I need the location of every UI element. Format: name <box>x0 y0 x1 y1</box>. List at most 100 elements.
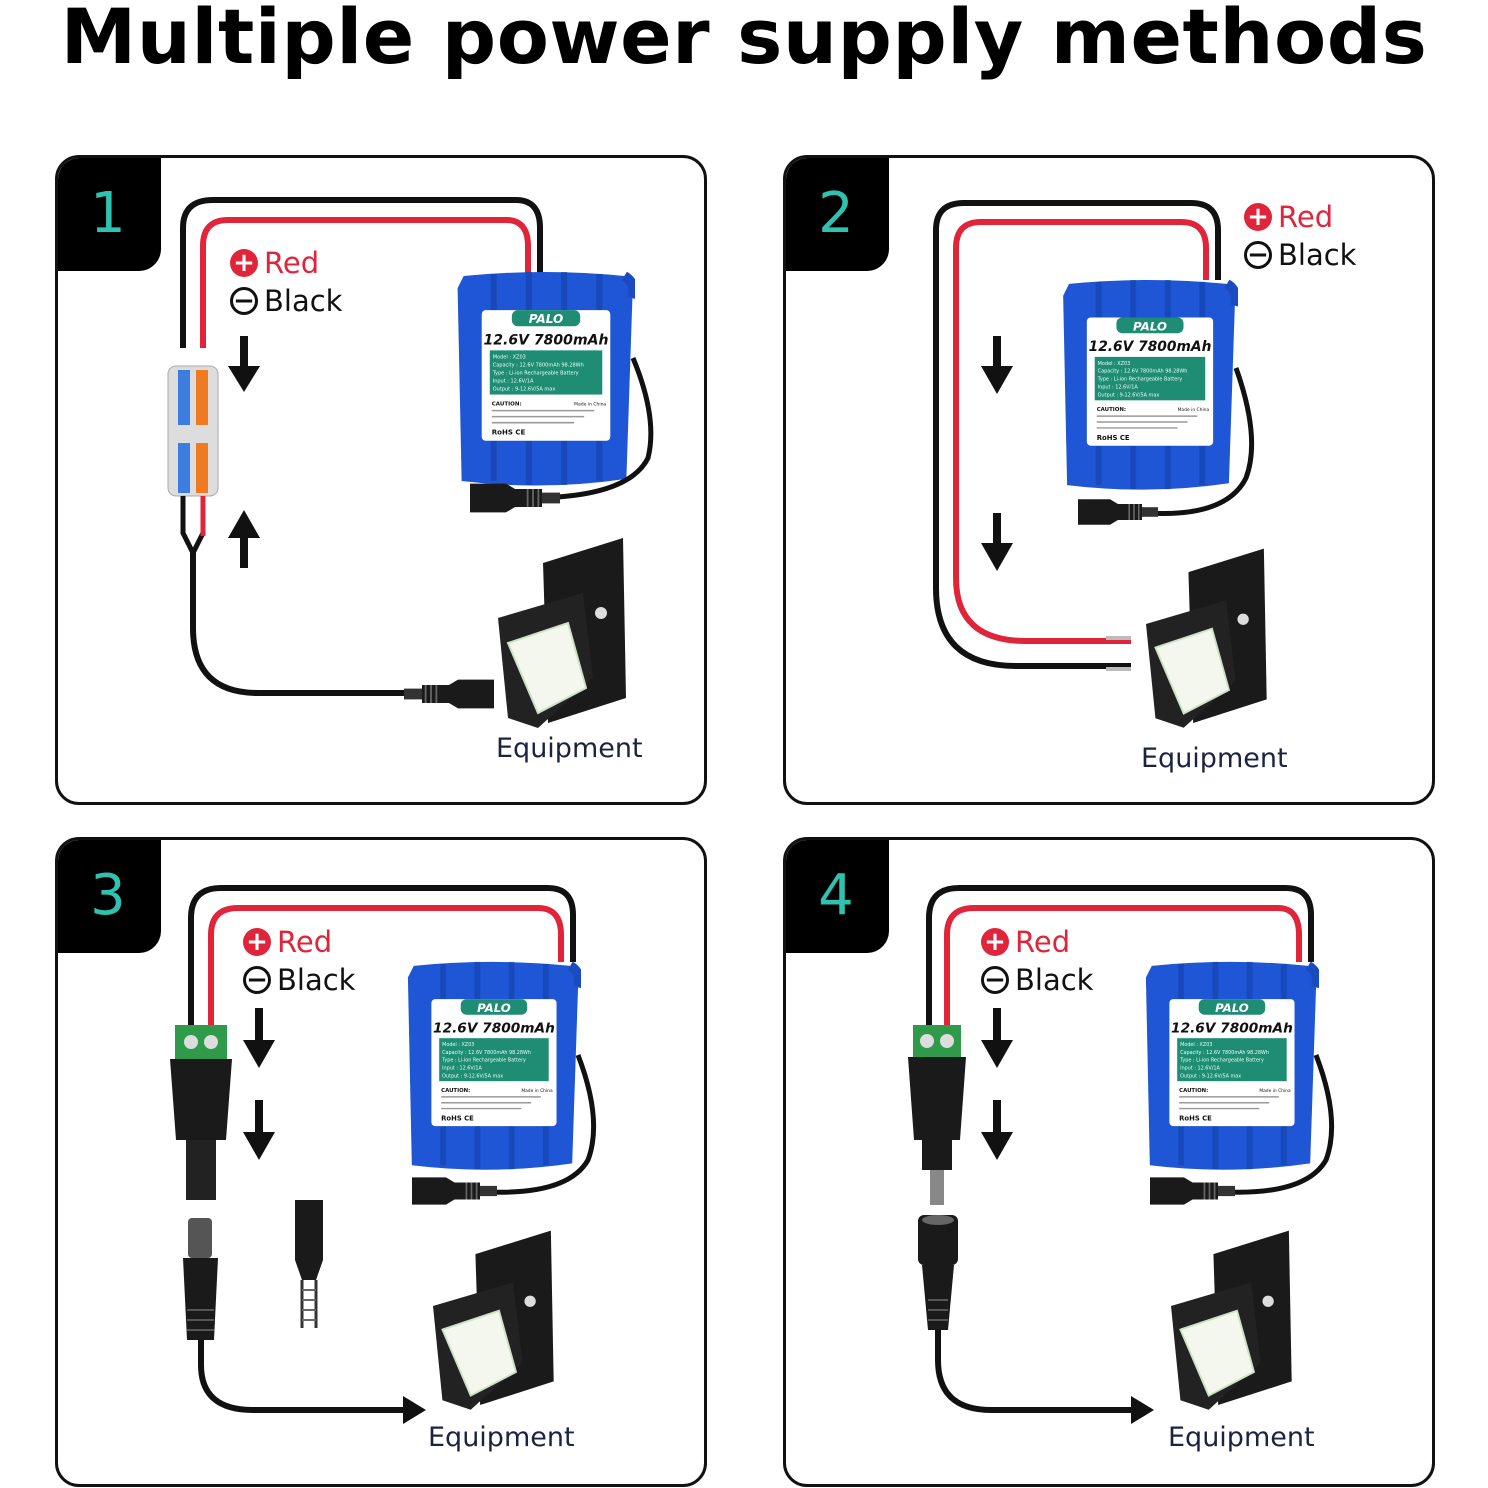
black-legend: −Black <box>243 963 355 997</box>
plus-icon: + <box>981 928 1009 956</box>
dc-female-jack <box>412 1176 497 1206</box>
black-legend: −Black <box>1244 238 1356 272</box>
minus-icon: − <box>243 966 271 994</box>
battery-marks: RoHS CE <box>1179 1114 1212 1122</box>
dc-female-plug <box>918 1215 958 1330</box>
battery-brand: PALO <box>1215 1001 1249 1015</box>
plus-icon: + <box>1244 203 1272 231</box>
arrow-down-icon <box>981 336 1013 394</box>
battery-row: Type : Li-ion Rechargeable Battery <box>441 1058 526 1064</box>
arrow-down-icon <box>243 1008 275 1068</box>
minus-icon: − <box>1244 241 1272 269</box>
equipment-lamp <box>1171 1230 1293 1411</box>
battery-row: Input : 12.6V/1A <box>1098 385 1139 391</box>
battery-row: Output : 9-12.6V/5A max <box>493 386 556 392</box>
arrow-down-icon <box>981 513 1013 571</box>
plus-icon: + <box>230 249 258 277</box>
dc-male-plug <box>183 1218 218 1340</box>
method-number: 3 <box>58 840 161 953</box>
minus-icon: − <box>230 287 258 315</box>
battery-made-in: Made in China <box>1259 1088 1291 1094</box>
battery-row: Model : XZ03 <box>1098 361 1131 367</box>
equipment-lamp <box>498 538 627 729</box>
equipment-lamp <box>433 1230 555 1411</box>
dc-female-jack <box>1078 498 1158 526</box>
battery-marks: RoHS CE <box>441 1114 474 1122</box>
battery-row: Input : 12.6V/1A <box>493 378 534 384</box>
red-legend: +Red <box>981 925 1070 959</box>
battery-brand: PALO <box>477 1001 511 1015</box>
battery-row: Model : XZ03 <box>442 1042 474 1048</box>
equipment-label: Equipment <box>496 733 643 764</box>
battery-pack <box>1146 962 1317 1170</box>
red-wire <box>944 905 1302 1025</box>
battery-row: Type : Li-ion Rechargeable Battery <box>492 370 579 376</box>
battery-row: Output : 9-12.6V/5A max <box>1098 392 1160 398</box>
red-legend: +Red <box>230 246 319 280</box>
equipment-label: Equipment <box>1141 743 1288 774</box>
arrow-down-icon <box>981 1008 1013 1068</box>
battery-caution: CAUTION: <box>1097 407 1126 413</box>
dc-female-jack <box>1150 1176 1235 1206</box>
method-number: 2 <box>786 158 889 271</box>
battery-pack <box>408 962 579 1170</box>
black-legend: −Black <box>981 963 1093 997</box>
battery-row: Model : XZ03 <box>1180 1042 1212 1048</box>
equipment-label: Equipment <box>1168 1422 1315 1453</box>
battery-row: Capacity : 12.6V 7800mAh 98.28Wh <box>493 362 584 368</box>
arrow-up-icon <box>228 510 260 568</box>
arrow-down-icon <box>981 1100 1013 1160</box>
battery-marks: RoHS CE <box>492 428 526 437</box>
black-wire <box>933 200 1221 669</box>
battery-spec: 12.6V 7800mAh <box>1171 1020 1293 1036</box>
battery-row: Capacity : 12.6V 7800mAh 98.28Wh <box>442 1050 531 1056</box>
dc-female-plug <box>403 678 495 710</box>
red-wire <box>200 217 531 348</box>
battery-row: Input : 12.6V/1A <box>442 1065 482 1071</box>
battery-row: Type : Li-ion Rechargeable Battery <box>1097 377 1183 383</box>
arrow-down-icon <box>228 336 260 392</box>
arrow-right-icon <box>403 1396 426 1424</box>
battery-pack <box>1063 280 1236 490</box>
battery-row: Input : 12.6V/1A <box>1180 1065 1220 1071</box>
equipment-label: Equipment <box>428 1422 575 1453</box>
battery-pack <box>458 272 634 485</box>
battery-spec: 12.6V 7800mAh <box>1089 339 1212 355</box>
dc-female-jack <box>470 482 560 514</box>
battery-marks: RoHS CE <box>1097 434 1130 442</box>
battery-caution: CAUTION: <box>492 402 522 408</box>
battery-caution: CAUTION: <box>441 1088 470 1094</box>
arrow-down-icon <box>243 1100 275 1160</box>
battery-made-in: Made in China <box>574 402 606 408</box>
battery-made-in: Made in China <box>521 1088 553 1094</box>
battery-brand: PALO <box>529 312 564 326</box>
battery-row: Output : 9-12.6V/5A max <box>442 1073 503 1079</box>
battery-row: Model : XZ03 <box>493 354 526 360</box>
red-wire <box>953 219 1209 644</box>
battery-row: Output : 9-12.6V/5A max <box>1180 1073 1241 1079</box>
battery-made-in: Made in China <box>1178 407 1210 413</box>
red-wire <box>208 905 564 1025</box>
battery-caution: CAUTION: <box>1179 1088 1208 1094</box>
black-wire <box>188 885 576 1025</box>
black-wire <box>926 885 1314 1025</box>
equipment-lamp <box>1146 548 1268 729</box>
method-number: 1 <box>58 158 161 271</box>
battery-row: Capacity : 12.6V 7800mAh 98.28Wh <box>1180 1050 1269 1056</box>
red-legend: +Red <box>1244 200 1333 234</box>
minus-icon: − <box>981 966 1009 994</box>
terminal-adapter-female <box>908 1025 966 1205</box>
terminal-adapter-male <box>170 1025 232 1200</box>
wire-connector-icon <box>167 365 219 497</box>
